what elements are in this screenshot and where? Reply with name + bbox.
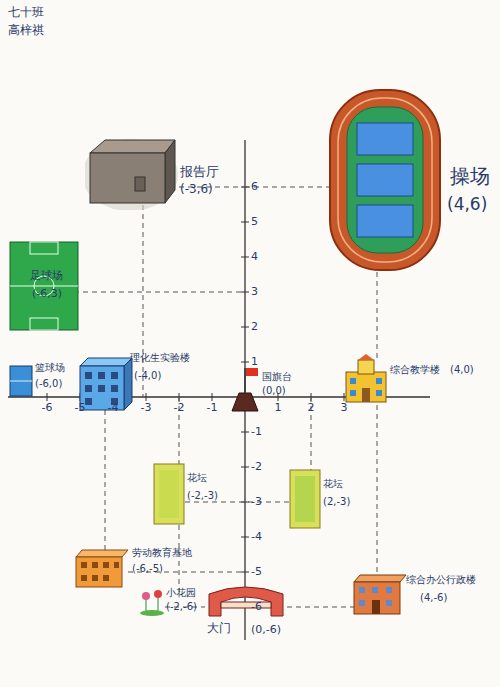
axis-tick: 4 xyxy=(251,251,258,262)
axis-tick: 3 xyxy=(251,286,258,297)
place-name: 综合教学楼 xyxy=(390,364,440,375)
coordinate-text: (-6,0) xyxy=(35,378,62,389)
class-note: 七十班 xyxy=(8,6,44,18)
school-gate: 大门 (0,-6) xyxy=(205,582,289,642)
axis-tick: -1 xyxy=(207,402,218,413)
axis-tick: 1 xyxy=(275,402,282,413)
axis-tick: -5 xyxy=(251,566,262,577)
axis-tick: -2 xyxy=(174,402,185,413)
place-name: 花坛 xyxy=(323,478,343,489)
axis-tick: -3 xyxy=(141,402,152,413)
place-name: 足球场 xyxy=(30,270,63,282)
place-name: 综合办公行政楼 xyxy=(406,574,476,585)
coordinate-text: (4,-6) xyxy=(420,592,447,603)
lecture-hall: 报告厅 (-3,6) xyxy=(85,135,235,210)
basketball-court: 篮球场 (-6,0) xyxy=(8,362,70,402)
coordinate-text: (2,-3) xyxy=(323,496,350,507)
author-note: 高梓祺 xyxy=(8,24,44,36)
coordinate-text: (-2,-3) xyxy=(187,490,218,501)
axis-tick: -3 xyxy=(251,496,262,507)
axis-tick: 3 xyxy=(341,402,348,413)
building-drawing xyxy=(8,240,80,332)
axis-tick: -6 xyxy=(251,601,262,612)
place-name: 篮球场 xyxy=(35,362,65,373)
small-garden: 小花园 (-2,-6) xyxy=(138,585,204,617)
labour-base: 劳动教育基地 (-6,-5) xyxy=(72,545,222,590)
axis-tick: -6 xyxy=(42,402,53,413)
coordinate-text: (0,-6) xyxy=(251,624,281,636)
axis-tick: -5 xyxy=(75,402,86,413)
building-drawing xyxy=(340,352,500,407)
football-field: 足球场 (-6,3) xyxy=(8,240,80,332)
axis-tick: 2 xyxy=(251,321,258,332)
flower-bed: 花坛 (2,-3) xyxy=(288,468,360,530)
coordinate-text: (0,0) xyxy=(262,385,286,396)
axis-tick: 5 xyxy=(251,216,258,227)
axis-tick: -1 xyxy=(251,426,262,437)
office-building: 综合办公行政楼 (4,-6) xyxy=(350,570,500,618)
teaching-building: 综合教学楼 (4,0) xyxy=(340,352,500,407)
place-name: 理化生实验楼 xyxy=(130,352,190,363)
playground: 操场 (4,6) xyxy=(325,85,500,275)
coordinate-text: (4,6) xyxy=(447,195,487,214)
coordinate-text: (4,0) xyxy=(450,364,474,375)
axis-tick: -4 xyxy=(251,531,262,542)
place-name: 操场 xyxy=(450,165,490,187)
axis-tick: -4 xyxy=(108,402,119,413)
place-name: 报告厅 xyxy=(180,165,219,179)
axis-tick: -2 xyxy=(251,461,262,472)
axis-tick: 6 xyxy=(251,181,258,192)
coordinate-text: (-2,-6) xyxy=(166,601,197,612)
coordinate-text: (-6,-5) xyxy=(132,563,163,574)
flag-platform: 国旗台 (0,0) xyxy=(222,365,307,413)
axis-tick: 1 xyxy=(251,356,258,367)
place-name: 劳动教育基地 xyxy=(132,547,192,558)
place-name: 小花园 xyxy=(166,587,196,598)
coordinate-text: (-4,0) xyxy=(134,370,161,381)
flower-bed: 花坛 (-2,-3) xyxy=(152,462,224,528)
coordinate-text: (-3,6) xyxy=(180,183,213,196)
axis-tick: 2 xyxy=(308,402,315,413)
place-name: 大门 xyxy=(207,622,231,635)
place-name: 花坛 xyxy=(187,472,207,483)
coordinate-text: (-6,3) xyxy=(32,288,62,300)
place-name: 国旗台 xyxy=(262,371,292,382)
